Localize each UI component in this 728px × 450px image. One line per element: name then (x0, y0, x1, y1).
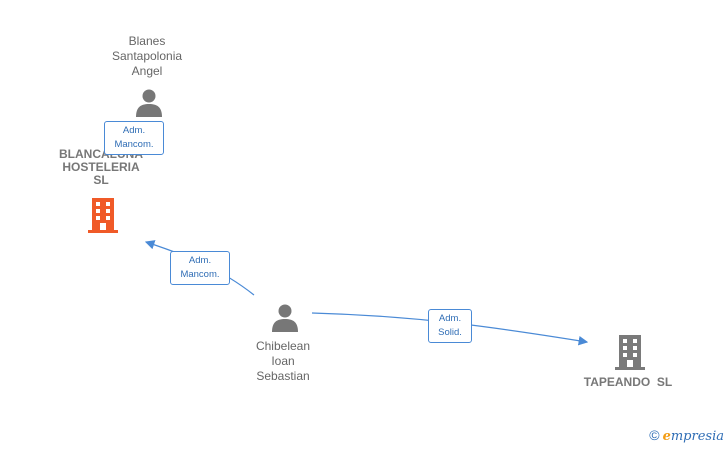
edge-label-chibelean-blancaluna[interactable]: Adm. Mancom. (170, 251, 230, 285)
building-icon[interactable] (87, 197, 119, 233)
name-line: SL (93, 173, 109, 187)
name-line: Blanes (128, 34, 166, 48)
edge-label-blanes-blancaluna[interactable]: Adm. Mancom. (104, 121, 164, 155)
edge-label-line: Adm. (122, 125, 146, 136)
name-line: Santapolonia (111, 49, 183, 63)
building-icon[interactable] (614, 334, 646, 370)
copyright-icon: © (649, 427, 660, 443)
brand-logo: empresia (662, 429, 724, 444)
person-icon[interactable] (134, 88, 164, 118)
node-label-blancaluna[interactable]: BLANCALUNA HOSTELERIA SL (46, 148, 156, 187)
edge-label-line: Mancom. (114, 139, 154, 150)
edge-label-line: Solid. (438, 327, 462, 338)
person-icon[interactable] (270, 303, 300, 333)
name-line: Ioan (271, 354, 295, 368)
edge-label-chibelean-tapeando[interactable]: Adm. Solid. (428, 309, 472, 343)
edge-label-line: Adm. (188, 255, 212, 266)
edge-label-line: Mancom. (180, 269, 220, 280)
copyright-watermark: ©empresia (649, 427, 724, 444)
name-line: Angel (131, 64, 163, 78)
edge-label-line: Adm. (438, 313, 462, 324)
node-label-tapeando[interactable]: TAPEANDO SL (573, 376, 683, 389)
name-line: Chibelean (255, 339, 311, 353)
node-label-blanes: Blanes Santapolonia Angel (97, 34, 197, 79)
name-line: TAPEANDO SL (583, 375, 673, 389)
node-label-chibelean: Chibelean Ioan Sebastian (233, 339, 333, 384)
name-line: Sebastian (256, 369, 310, 383)
name-line: HOSTELERIA (62, 160, 140, 174)
